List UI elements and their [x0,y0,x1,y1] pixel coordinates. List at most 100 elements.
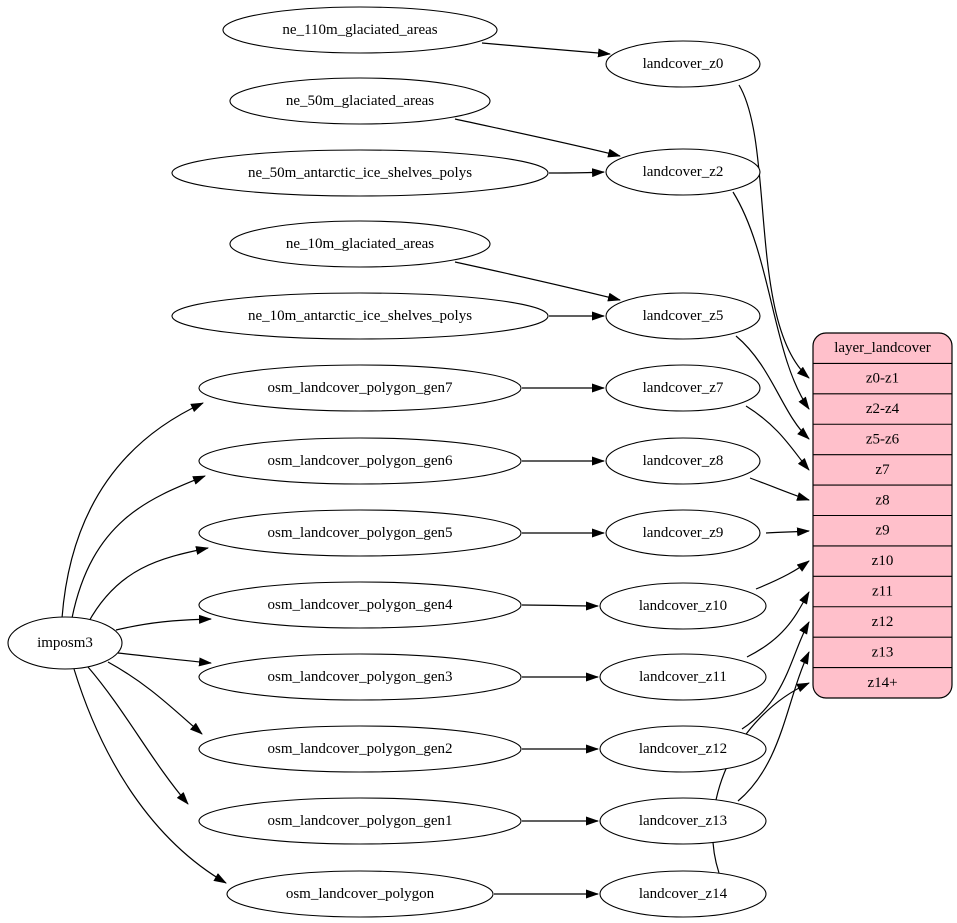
node-ne_50m_antarctic_ice_shelves_polys-shape [171,149,549,197]
node-osm_landcover_polygon_gen6-label: osm_landcover_polygon_gen6 [268,453,453,469]
node-imposm3-label: imposm3 [37,635,93,651]
edge-landcover_z14-to-row-z14+ [712,682,810,874]
node-osm_landcover_polygon_gen2: osm_landcover_polygon_gen2 [198,725,522,773]
record-row-label-z13: z13 [872,644,894,660]
node-osm_landcover_polygon-shape [226,870,494,918]
node-landcover_z13-shape [599,797,767,845]
node-osm_landcover_polygon_gen4: osm_landcover_polygon_gen4 [198,581,522,629]
record-row-label-z8: z8 [875,492,889,508]
node-landcover_z14-shape [599,870,767,918]
node-osm_landcover_polygon_gen4-shape [198,581,522,629]
node-osm_landcover_polygon_gen2-label: osm_landcover_polygon_gen2 [268,741,453,757]
node-landcover_z8-shape [605,437,761,485]
node-ne_50m_glaciated_areas-shape [229,77,491,125]
node-ne_50m_antarctic_ice_shelves_polys-label: ne_50m_antarctic_ice_shelves_polys [248,165,472,181]
record-layer: layer_landcoverz0-z1z2-z4z5-z6z7z8z9z10z… [812,332,953,699]
node-landcover_z13: landcover_z13 [599,797,767,845]
node-osm_landcover_polygon_gen1-label: osm_landcover_polygon_gen1 [268,813,453,829]
node-landcover_z9-label: landcover_z9 [643,525,724,541]
edge-imposm3-to-osm_landcover_polygon_gen5 [87,546,209,624]
record-row-label-z10: z10 [872,553,894,569]
node-osm_landcover_polygon_gen5-label: osm_landcover_polygon_gen5 [268,525,453,541]
edge-landcover_z10-to-row-z10 [755,560,810,590]
edge-imposm3-to-osm_landcover_polygon [73,668,227,884]
node-landcover_z9: landcover_z9 [605,509,761,557]
node-osm_landcover_polygon_gen4-label: osm_landcover_polygon_gen4 [268,597,453,613]
node-landcover_z11-shape [599,653,767,701]
node-ne_50m_glaciated_areas-label: ne_50m_glaciated_areas [286,93,434,109]
nodes-layer: imposm3 ne_110m_glaciated_areas ne_50m_gla… [7,6,767,918]
edge-imposm3-to-osm_landcover_polygon_gen4 [115,614,212,631]
node-landcover_z5: landcover_z5 [605,292,761,340]
node-landcover_z5-label: landcover_z5 [643,308,724,324]
edge-landcover_z9-to-row-z9 [765,527,810,537]
node-osm_landcover_polygon_gen1-shape [198,797,522,845]
node-osm_landcover_polygon-label: osm_landcover_polygon [286,886,435,902]
record-row-label-z9: z9 [875,523,889,539]
node-landcover_z0: landcover_z0 [605,40,761,88]
node-imposm3: imposm3 [7,616,123,670]
node-osm_landcover_polygon_gen5-shape [198,509,522,557]
edge-landcover_z5-to-row-z5-z6 [735,335,810,440]
edge-landcover_z2-to-row-z2-z4 [732,191,810,410]
node-osm_landcover_polygon_gen3: osm_landcover_polygon_gen3 [198,653,522,701]
node-landcover_z2-label: landcover_z2 [643,164,724,180]
node-osm_landcover_polygon_gen6: osm_landcover_polygon_gen6 [198,437,522,485]
record-row-label-z0-z1: z0-z1 [866,371,899,387]
edge-landcover_z8-to-row-z8 [749,477,810,501]
edge-imposm3-to-osm_landcover_polygon_gen7 [61,402,204,619]
edge-landcover_z11-to-row-z11 [746,591,810,658]
record-layer_landcover: layer_landcoverz0-z1z2-z4z5-z6z7z8z9z10z… [812,332,953,699]
node-ne_10m_antarctic_ice_shelves_polys-shape [171,292,549,340]
record-row-label-z2-z4: z2-z4 [866,401,900,417]
edge-landcover_z12-to-row-z12 [741,621,810,730]
node-osm_landcover_polygon_gen2-shape [198,725,522,773]
node-landcover_z12: landcover_z12 [599,725,767,773]
edge-ne_50m_antarctic_ice_shelves_polys-to-landcover_z2 [548,168,605,178]
edge-osm_landcover_polygon_gen4-to-landcover_z10 [521,601,599,611]
node-osm_landcover_polygon_gen7-shape [198,364,522,412]
record-row-label-z5-z6: z5-z6 [866,431,900,447]
node-landcover_z2-shape [605,148,761,196]
node-landcover_z7-shape [605,364,761,412]
node-landcover_z10-label: landcover_z10 [639,598,727,614]
node-osm_landcover_polygon: osm_landcover_polygon [226,870,494,918]
record-title: layer_landcover [834,340,931,356]
node-landcover_z0-shape [605,40,761,88]
node-ne_110m_glaciated_areas-label: ne_110m_glaciated_areas [282,22,437,38]
edges-layer [61,42,810,899]
node-landcover_z11: landcover_z11 [599,653,767,701]
record-row-label-z14+: z14+ [867,675,897,691]
edge-imposm3-to-osm_landcover_polygon_gen1 [87,666,189,805]
node-landcover_z5-shape [605,292,761,340]
node-landcover_z9-shape [605,509,761,557]
node-ne_10m_antarctic_ice_shelves_polys: ne_10m_antarctic_ice_shelves_polys [171,292,549,340]
edge-ne_50m_glaciated_areas-to-landcover_z2 [454,118,621,158]
node-ne_10m_glaciated_areas-shape [229,220,491,268]
node-osm_landcover_polygon_gen6-shape [198,437,522,485]
node-landcover_z0-label: landcover_z0 [643,56,724,72]
node-landcover_z8-label: landcover_z8 [643,453,724,469]
node-osm_landcover_polygon_gen3-label: osm_landcover_polygon_gen3 [268,669,453,685]
edge-landcover_z13-to-row-z13 [737,651,810,802]
node-osm_landcover_polygon_gen7-label: osm_landcover_polygon_gen7 [268,380,453,396]
node-ne_50m_antarctic_ice_shelves_polys: ne_50m_antarctic_ice_shelves_polys [171,149,549,197]
node-landcover_z8: landcover_z8 [605,437,761,485]
node-ne_110m_glaciated_areas: ne_110m_glaciated_areas [222,6,498,54]
node-landcover_z12-shape [599,725,767,773]
record-row-label-z12: z12 [872,614,894,630]
node-landcover_z14: landcover_z14 [599,870,767,918]
node-landcover_z10: landcover_z10 [599,582,767,630]
node-osm_landcover_polygon_gen7: osm_landcover_polygon_gen7 [198,364,522,412]
node-ne_10m_antarctic_ice_shelves_polys-label: ne_10m_antarctic_ice_shelves_polys [248,308,472,324]
edge-imposm3-to-osm_landcover_polygon_gen6 [71,475,206,619]
node-osm_landcover_polygon_gen1: osm_landcover_polygon_gen1 [198,797,522,845]
node-osm_landcover_polygon_gen3-shape [198,653,522,701]
edge-landcover_z7-to-row-z7 [745,405,810,471]
edge-landcover_z0-to-row-z0-z1 [738,84,810,379]
record-row-label-z11: z11 [872,584,893,600]
edge-imposm3-to-osm_landcover_polygon_gen2 [107,661,203,735]
node-ne_110m_glaciated_areas-shape [222,6,498,54]
